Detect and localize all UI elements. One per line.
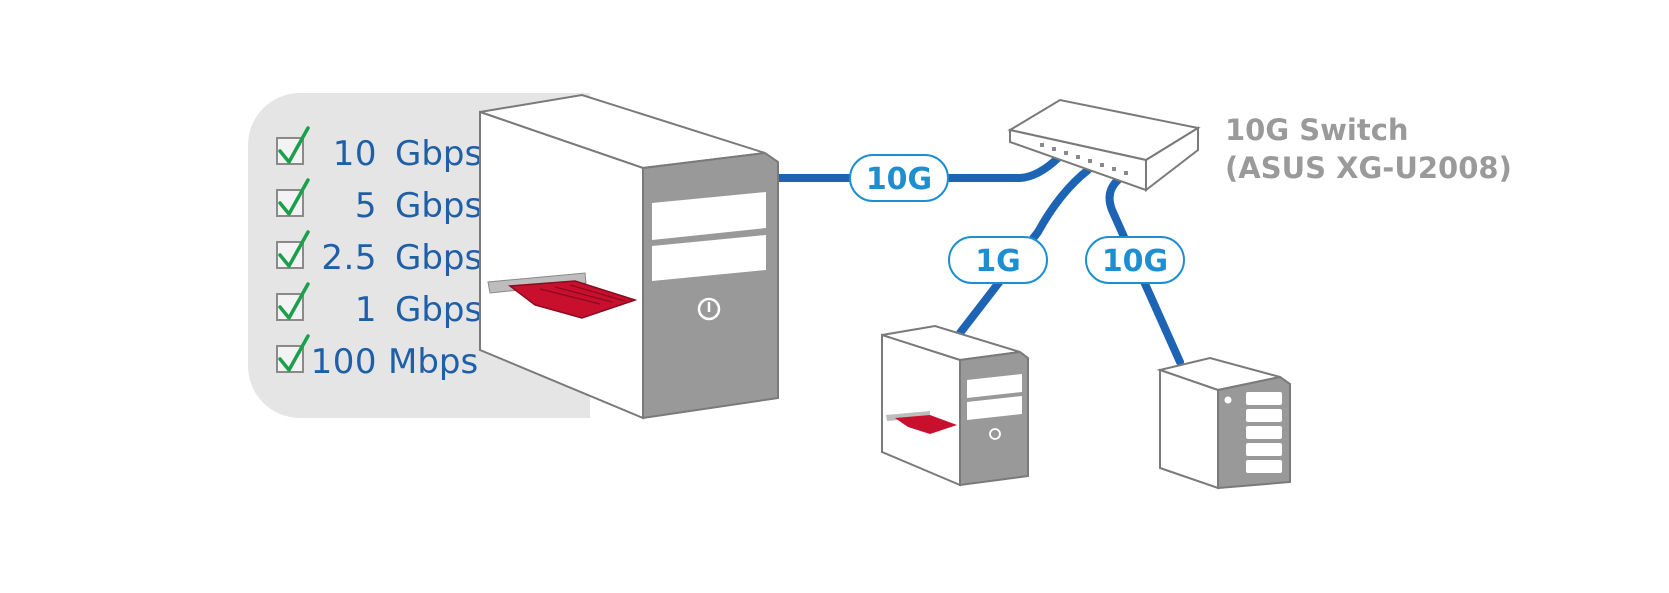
link-speed-nas: 10G — [1102, 244, 1168, 279]
power-icon — [697, 297, 721, 321]
speed-item: 10 Gbps — [276, 126, 482, 174]
speed-value: 100 — [311, 342, 377, 382]
checkbox-icon — [276, 126, 310, 165]
speed-unit: Gbps — [395, 290, 482, 330]
nic-card-icon — [487, 272, 638, 319]
checkbox-icon — [276, 178, 310, 217]
cable-main — [771, 154, 1062, 182]
switch-title: 10G Switch — [1225, 113, 1409, 147]
checkbox-icon — [276, 282, 310, 321]
cable-nas — [1105, 176, 1184, 366]
speed-value: 5 — [355, 186, 377, 226]
checkbox-icon — [276, 334, 310, 373]
speed-item: 5 Gbps — [276, 178, 482, 226]
link-speed-main: 10G — [866, 162, 932, 197]
speed-unit: Gbps — [395, 186, 482, 226]
speed-value: 10 — [333, 134, 377, 174]
speed-unit: Gbps — [395, 134, 482, 174]
nas-icon — [1156, 356, 1291, 490]
main-pc-icon — [479, 93, 779, 420]
speed-item: 2.5 Gbps — [276, 230, 482, 278]
speed-value: 2.5 — [321, 238, 377, 278]
network-cables — [771, 154, 1184, 366]
switch-model: (ASUS XG-U2008) — [1225, 151, 1512, 185]
client-pc-icon — [881, 324, 1029, 487]
link-label-pc: 1G — [948, 236, 1048, 284]
speed-unit: Mbps — [388, 342, 478, 382]
speed-list: 10 Gbps 5 Gbps 2.5 Gbps 1 Gbps — [276, 126, 482, 382]
speed-unit: Gbps — [395, 238, 482, 278]
speed-item: 1 Gbps — [276, 282, 482, 330]
switch-icon — [1007, 98, 1201, 193]
checkbox-icon — [276, 230, 310, 269]
cable-pc — [956, 166, 1092, 337]
link-speed-pc: 1G — [975, 244, 1021, 279]
speed-item: 100 Mbps — [276, 334, 478, 382]
link-label-nas: 10G — [1085, 236, 1185, 284]
speed-value: 1 — [355, 290, 377, 330]
link-label-main: 10G — [849, 154, 949, 202]
